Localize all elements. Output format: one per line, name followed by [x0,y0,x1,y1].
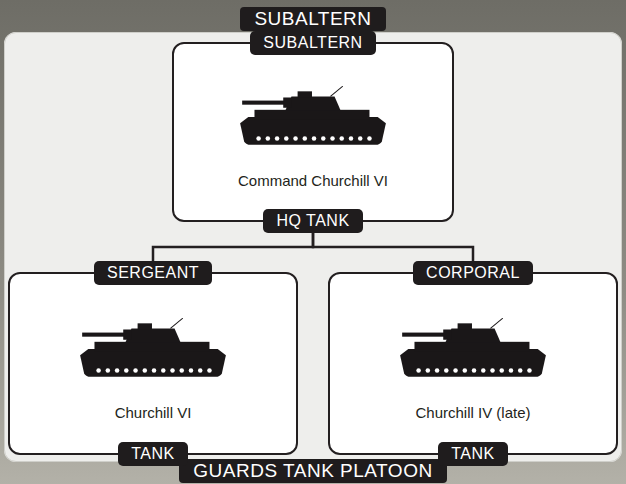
tank-silhouette [80,318,226,377]
box-fill [8,272,298,455]
org-connector [313,233,473,261]
formation-banner: GUARDS TANK PLATOON [179,459,446,483]
vehicle-name: Churchill VI [115,404,192,422]
panel-fill [4,32,622,462]
vehicle-box: CORPORALChurchill IV (late)TANK [328,272,618,455]
rank-tab: CORPORAL [413,261,533,285]
role-tab: HQ TANK [263,209,362,233]
box-fill [172,42,454,222]
tank-silhouette [240,86,386,145]
vehicle-box: SERGEANTChurchill VITANK [8,272,298,455]
rank-tab: SERGEANT [94,261,212,285]
org-connector [153,233,313,261]
vehicle-name: Command Churchill VI [238,172,388,190]
vehicle-name: Churchill IV (late) [415,404,530,422]
platoon-panel: SUBALTERNGUARDS TANK PLATOONSUBALTERNCom… [4,32,622,462]
box-fill [328,272,618,455]
command-banner: SUBALTERN [240,7,385,31]
role-tab: TANK [118,442,187,466]
rank-tab: SUBALTERN [250,31,375,55]
tank-silhouette [400,318,546,377]
vehicle-box: SUBALTERNCommand Churchill VIHQ TANK [172,42,454,222]
role-tab: TANK [438,442,507,466]
